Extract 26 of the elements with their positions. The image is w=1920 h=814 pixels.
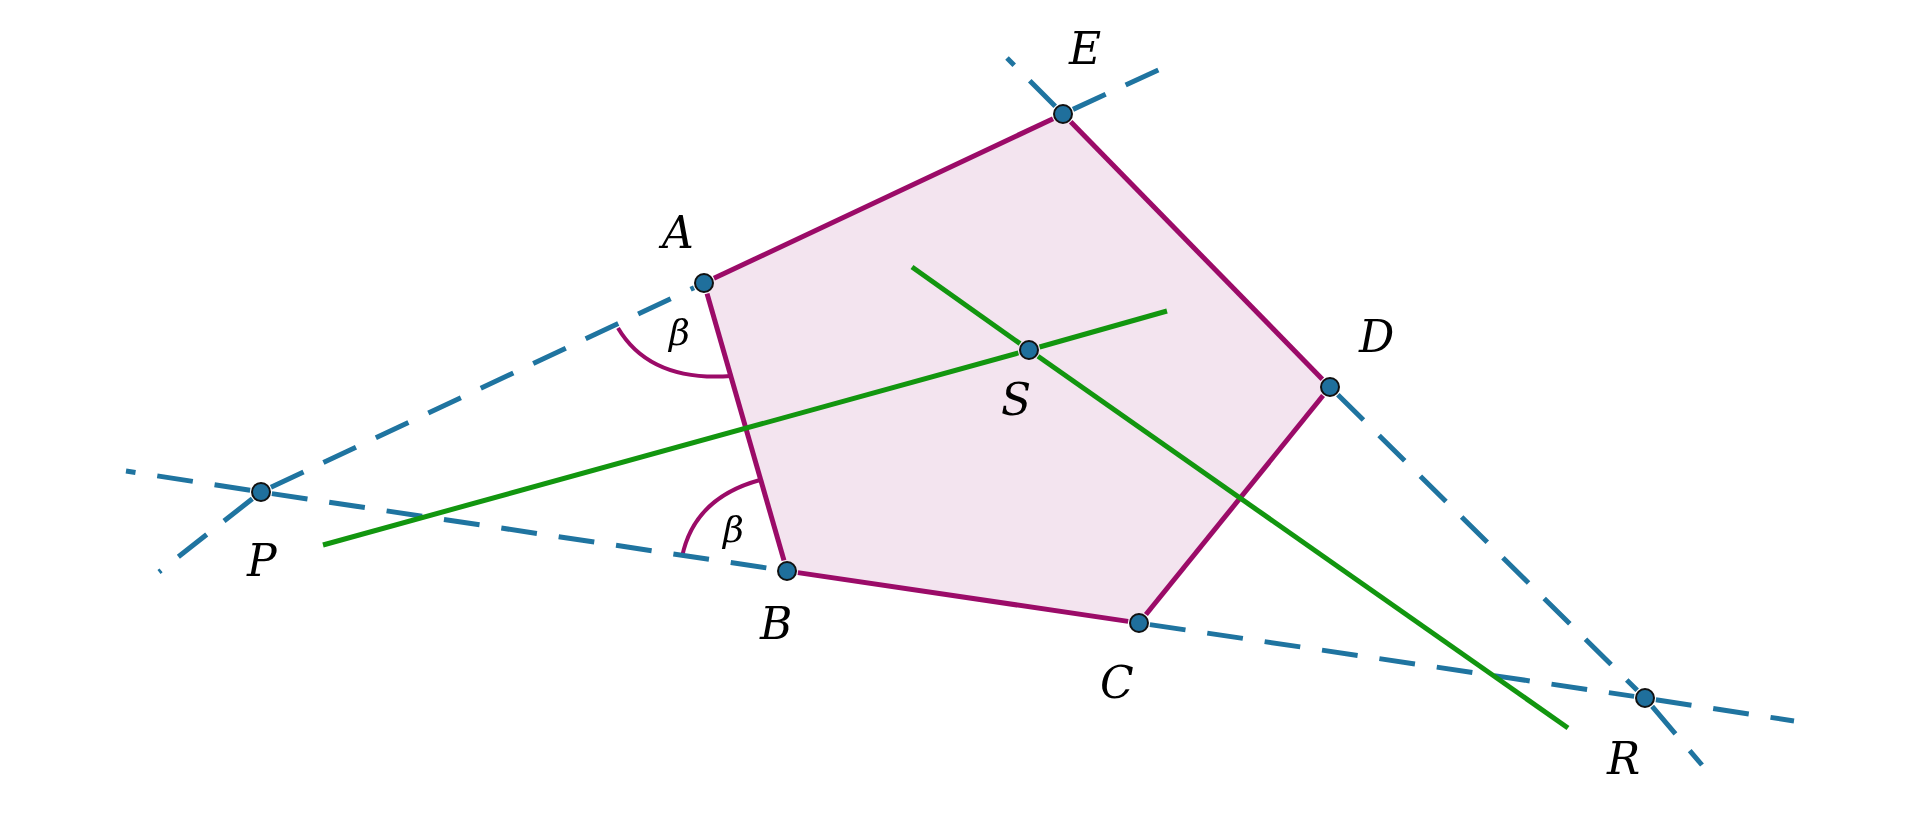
point-label: P <box>247 537 277 585</box>
line-segment <box>1068 120 1325 381</box>
dashed-line <box>1005 56 1057 108</box>
dashed-line <box>1655 697 1795 724</box>
dashed-line <box>1650 704 1704 767</box>
line-segment <box>1038 308 1168 350</box>
line-segment <box>910 264 1022 346</box>
line-segment <box>1036 354 1570 731</box>
dashed-line <box>269 285 696 490</box>
line-segment <box>797 570 1129 624</box>
point-label: S <box>1001 376 1032 424</box>
dashed-line <box>1149 622 1635 699</box>
line-segment <box>704 292 787 562</box>
point-label: B <box>760 600 793 648</box>
line-segment <box>1143 394 1326 616</box>
line-segment <box>322 350 1020 548</box>
point-label: E <box>1069 25 1102 73</box>
dashed-line <box>125 468 251 493</box>
angle-label: β <box>669 313 690 353</box>
point-label: D <box>1359 313 1395 361</box>
point-label: C <box>1100 659 1134 707</box>
point-label: R <box>1607 735 1641 783</box>
dashed-line <box>1336 392 1639 693</box>
line-segment <box>712 116 1055 281</box>
dashed-line <box>157 496 254 574</box>
angle-label: β <box>723 510 744 550</box>
